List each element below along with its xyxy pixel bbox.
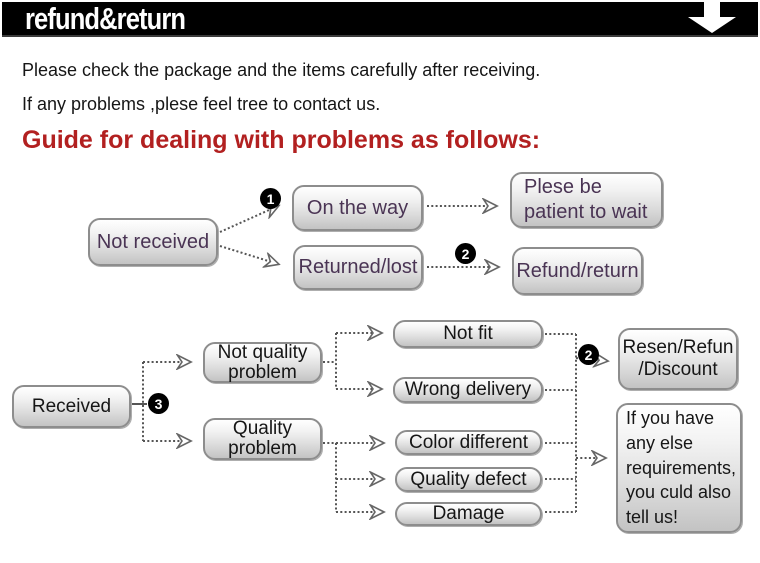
node-quality-problem: Quality problem <box>203 418 322 460</box>
down-arrow-icon <box>688 2 736 35</box>
title-banner: refund&return <box>2 2 758 37</box>
intro-line-1: Please check the package and the items c… <box>22 60 541 80</box>
node-on-the-way: On the way <box>292 185 423 231</box>
badge-2: 2 <box>455 243 476 264</box>
node-refund-return: Refund/return <box>512 247 643 295</box>
node-color-different: Color different <box>395 430 542 455</box>
badge-2b: 2 <box>578 344 599 365</box>
badge-3: 3 <box>148 393 169 414</box>
node-other-requirements: If you have any else requirements, you c… <box>616 403 742 533</box>
banner-title: refund&return <box>25 3 186 37</box>
node-not-received: Not received <box>88 218 218 266</box>
node-damage: Damage <box>395 502 542 526</box>
node-not-quality-problem: Not quality problem <box>203 342 322 383</box>
node-not-fit: Not fit <box>393 320 543 348</box>
intro-line-2: If any problems ,plese feel tree to cont… <box>22 94 381 114</box>
node-received: Received <box>12 385 131 428</box>
node-returned-lost: Returned/lost <box>293 245 423 290</box>
badge-1: 1 <box>260 188 281 209</box>
section-heading: Guide for dealing with problems as follo… <box>22 126 541 154</box>
node-resend-refund-discount: Resen/Refun /Discount <box>618 328 738 390</box>
node-wrong-delivery: Wrong delivery <box>393 377 543 403</box>
node-patient-to-wait: Plese be patient to wait <box>510 172 663 228</box>
node-quality-defect: Quality defect <box>395 467 542 492</box>
